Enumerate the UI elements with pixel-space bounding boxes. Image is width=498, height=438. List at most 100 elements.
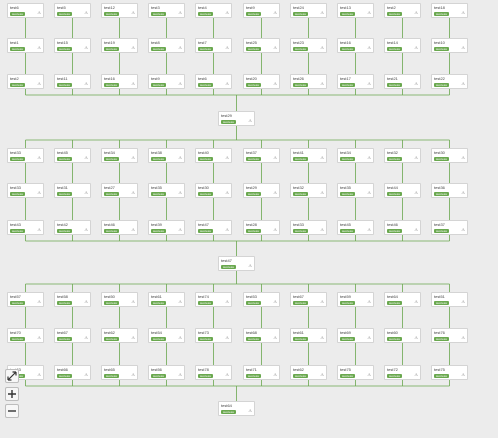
- job-name: test57: [10, 294, 21, 299]
- zoom-in-button[interactable]: [5, 387, 19, 401]
- fit-view-button[interactable]: [5, 369, 19, 383]
- status-badge: success: [387, 157, 402, 161]
- zoom-out-button[interactable]: [5, 404, 19, 418]
- job-name: test75: [434, 367, 445, 372]
- job-name: test58: [57, 294, 68, 299]
